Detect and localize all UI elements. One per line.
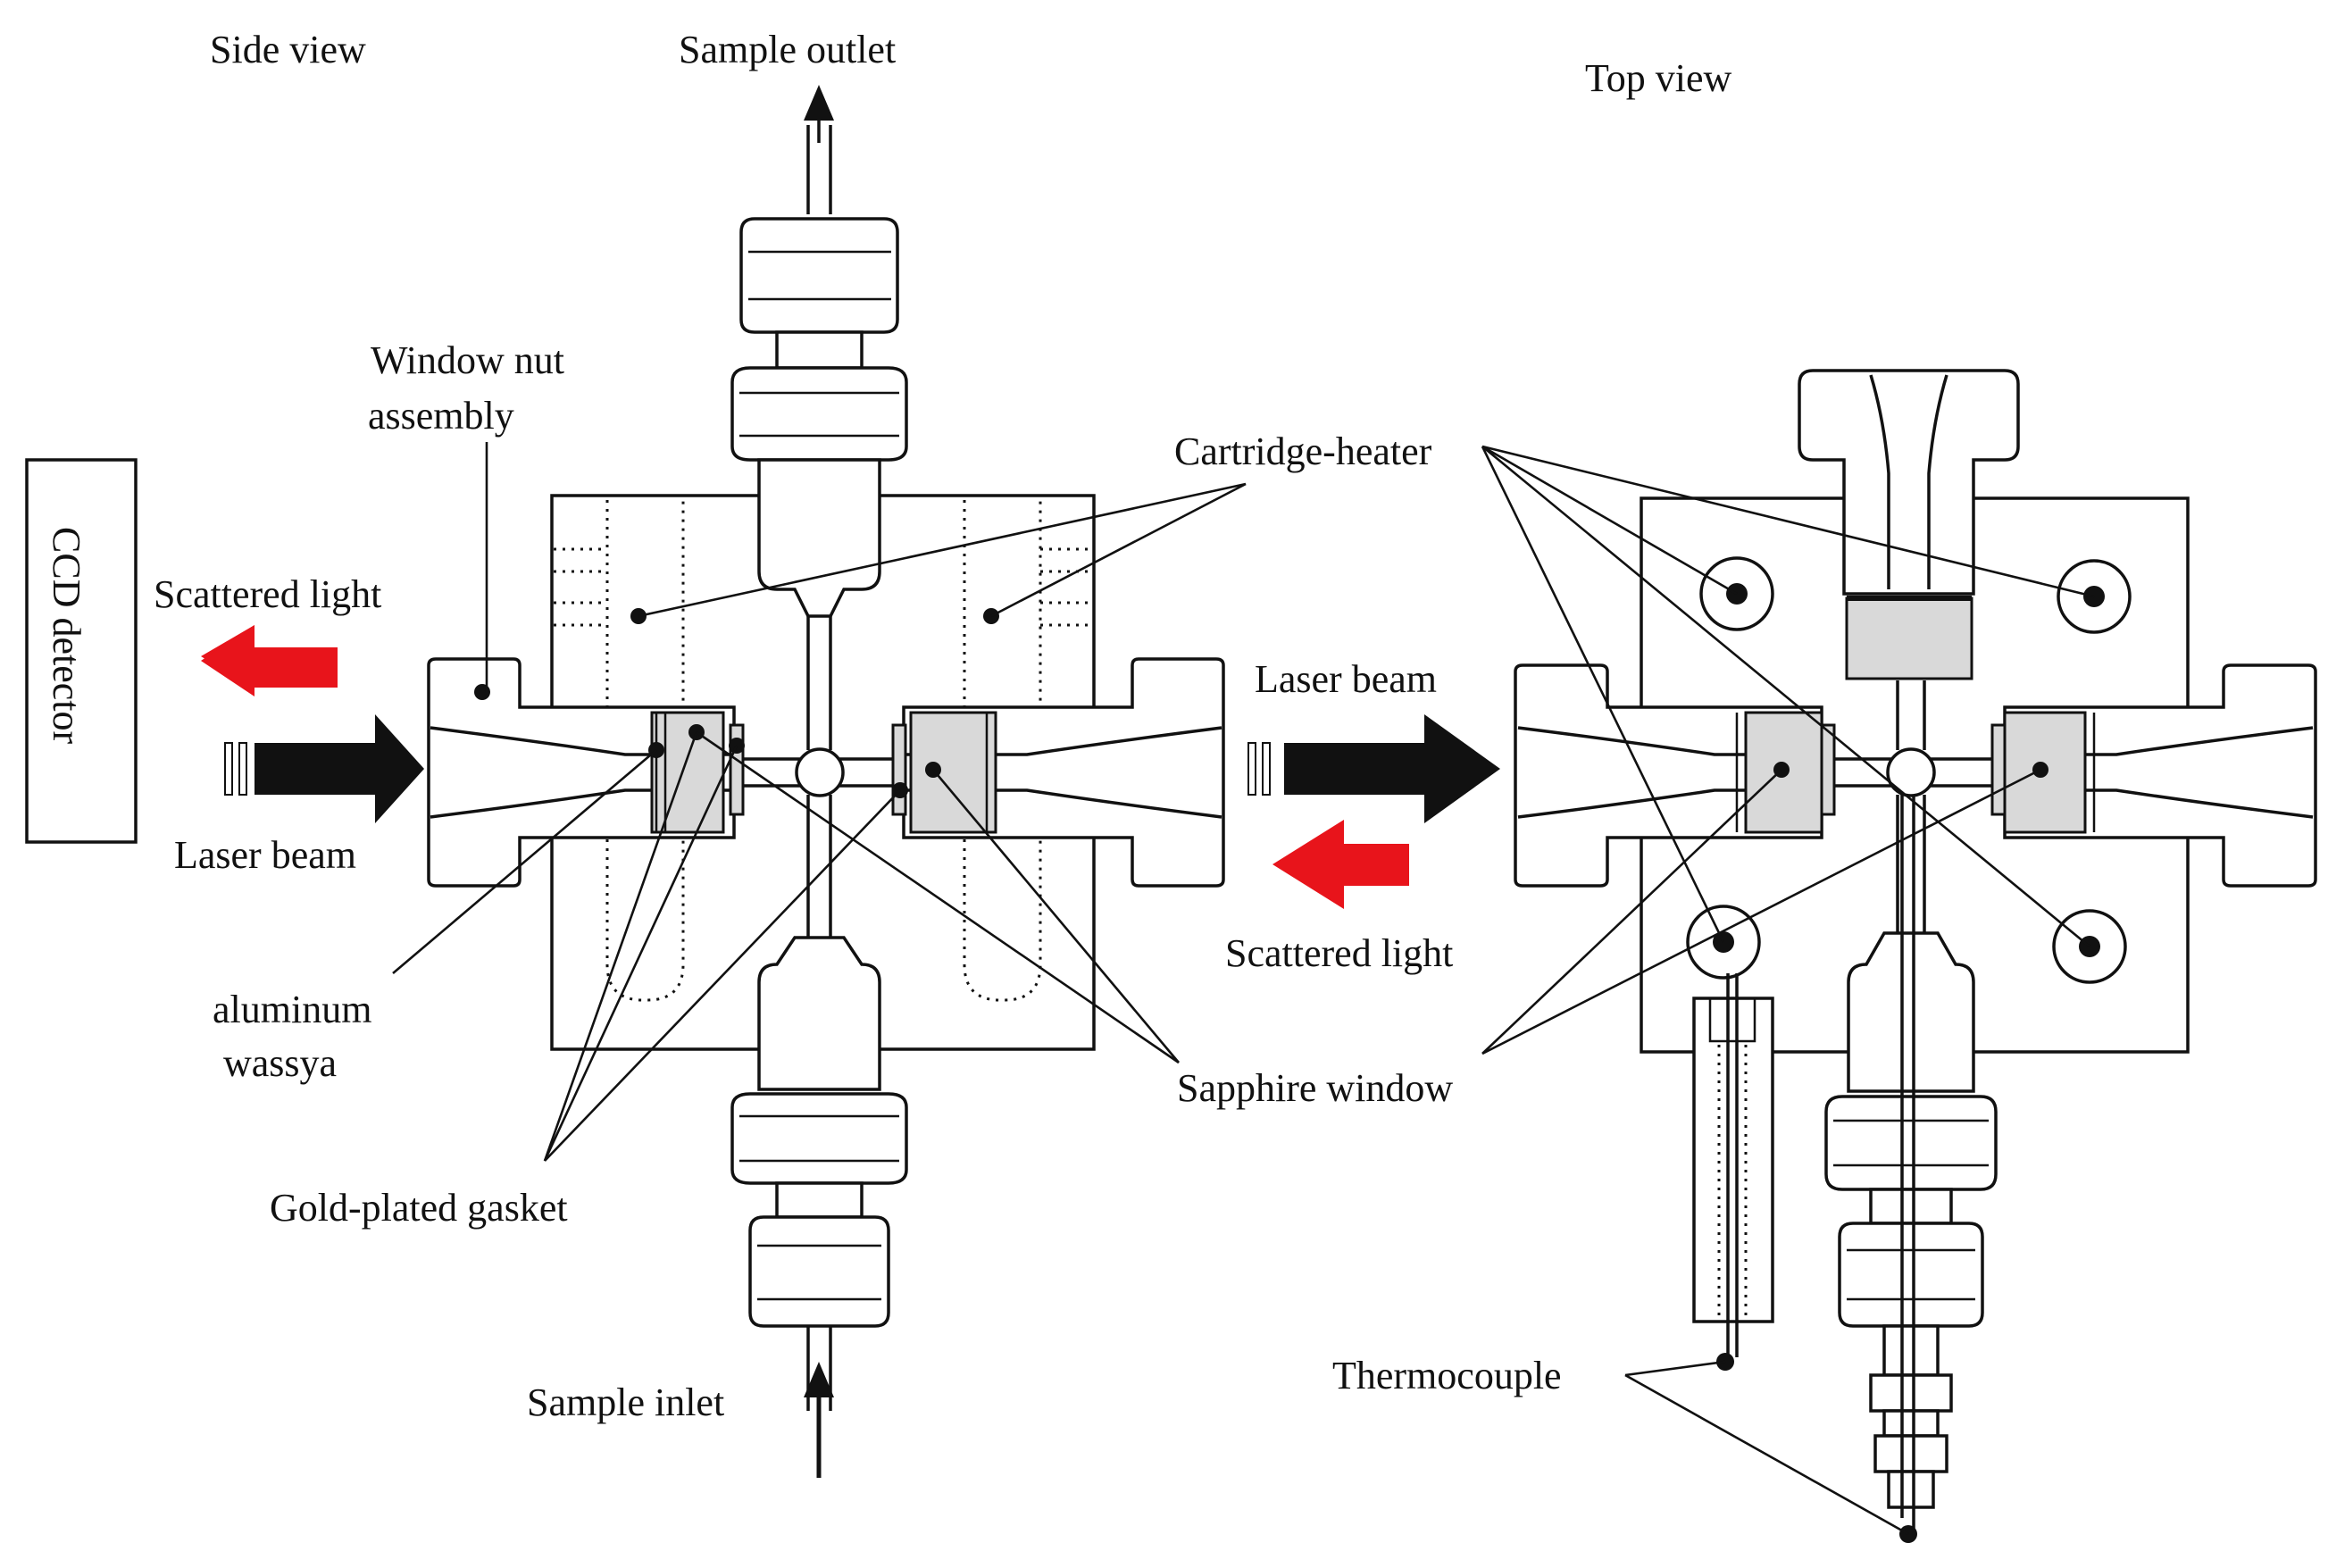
scattered-light-arrow-right (1272, 820, 1409, 909)
side-top-fitting (730, 125, 908, 618)
top-view-title: Top view (1585, 56, 1732, 100)
side-sapphire-window-right (909, 711, 997, 834)
laser-beam-left-label: Laser beam (174, 833, 356, 877)
top-view (1514, 369, 2317, 1543)
thermocouple-label: Thermocouple (1332, 1354, 1562, 1397)
sample-outlet-arrow (804, 85, 834, 121)
laser-beam-arrow-right (1247, 714, 1500, 823)
sapphire-window-label: Sapphire window (1177, 1066, 1453, 1110)
side-view-title: Side view (210, 28, 366, 71)
top-bottom-fitting (1824, 795, 1998, 1543)
sample-inlet-label: Sample inlet (527, 1380, 724, 1424)
ccd-detector-label: CCD detector (45, 527, 88, 745)
scattered-light-arrow-left-head (201, 625, 254, 696)
aluminum-label-2: wassya (223, 1041, 337, 1085)
window-nut-assembly-label-1: Window nut (371, 338, 564, 382)
ccd-detector: CCD detector (25, 458, 138, 844)
side-view (427, 85, 1225, 1478)
laser-beam-arrow-left (224, 714, 424, 823)
top-center-cell (1886, 747, 1936, 797)
aluminum-label-1: aluminum (213, 988, 371, 1031)
sample-outlet-label: Sample outlet (679, 28, 896, 71)
side-bottom-fitting (730, 936, 908, 1411)
scattered-light-right-label: Scattered light (1225, 931, 1453, 975)
top-window-upper (1845, 596, 1973, 680)
side-sapphire-window-left (650, 711, 725, 834)
window-nut-assembly-label-2: assembly (368, 394, 514, 438)
scattered-light-left-label: Scattered light (154, 572, 381, 616)
side-center-cell (795, 747, 845, 797)
laser-beam-right-label: Laser beam (1255, 657, 1437, 701)
gold-plated-gasket-label: Gold-plated gasket (270, 1186, 568, 1230)
cartridge-heater-label: Cartridge-heater (1174, 430, 1432, 473)
top-thermocouple-sleeve (1692, 997, 1774, 1323)
sample-inlet-arrow (804, 1362, 834, 1397)
